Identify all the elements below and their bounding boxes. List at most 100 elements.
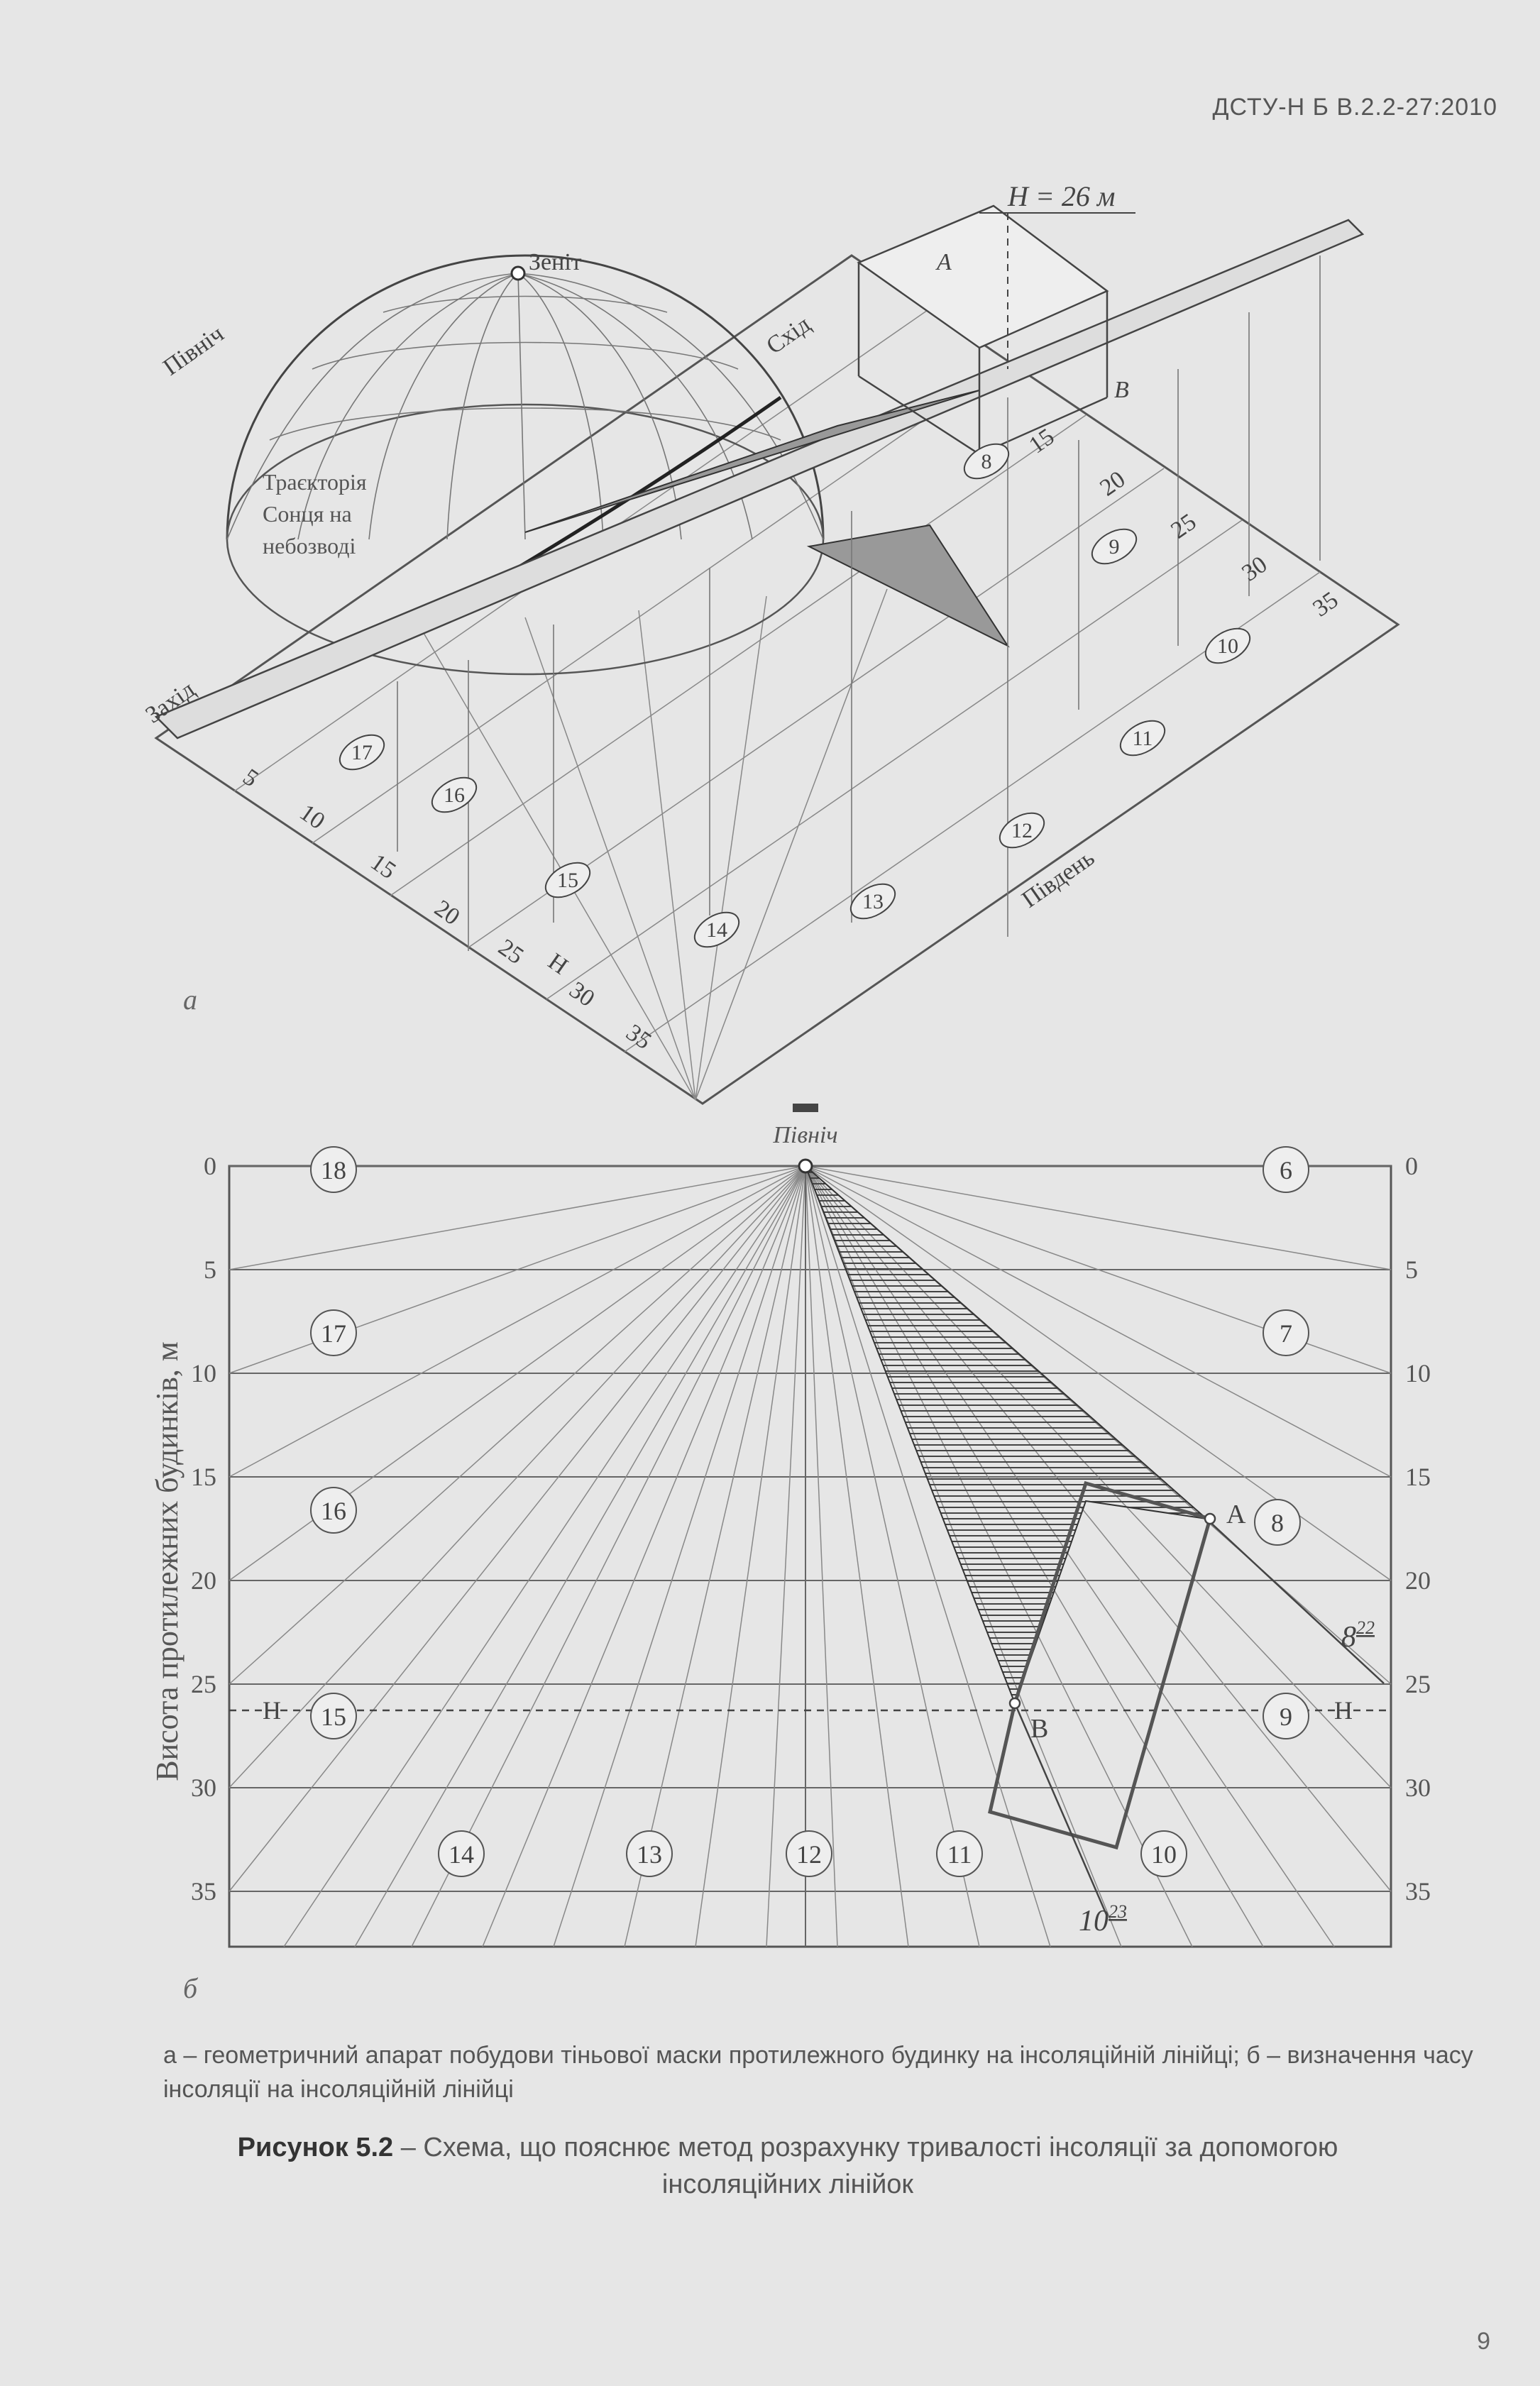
svg-text:7: 7	[1280, 1319, 1292, 1348]
y-tick-left: 10	[191, 1359, 216, 1387]
caption-dash: –	[393, 2133, 424, 2162]
shadow-wedge-lower	[806, 524, 1010, 648]
time-line-1	[1206, 1518, 1385, 1684]
hour-marker: 10	[1204, 627, 1251, 664]
point-b	[1008, 1697, 1021, 1710]
hour-markers: 17 16 15 14 13 12 11 10 9 8	[339, 443, 1251, 948]
hour-circle: 13	[626, 1830, 673, 1877]
hour-circles: 18 17 16 15 6 7 8 9 14 13 12 11 10	[310, 1146, 1309, 1877]
hour-marker: 12	[999, 812, 1045, 849]
hour-circle: 7	[1263, 1309, 1309, 1356]
zenith-point	[510, 265, 526, 281]
point-a	[1204, 1512, 1216, 1525]
hour-marker: 16	[431, 776, 478, 813]
trajectory-label-2: Сонця на	[263, 501, 352, 527]
zenith-label: Зеніт	[529, 249, 582, 275]
height-label: H = 26 м	[1007, 180, 1115, 212]
radial-line	[766, 1165, 806, 1947]
y-tick-right: 25	[1405, 1670, 1431, 1698]
point-a-label: A	[1226, 1500, 1246, 1529]
figure-number: Рисунок 5.2	[237, 2133, 394, 2162]
point-b-label: B	[1114, 377, 1129, 403]
radial-line	[482, 1165, 806, 1947]
radial-line	[229, 1165, 806, 1685]
y-tick-right: 35	[1405, 1877, 1431, 1906]
shadow-mask	[805, 1165, 1209, 1705]
y-tick-left: 30	[191, 1774, 216, 1802]
y-tick-left: 25	[191, 1670, 216, 1698]
hour-circle: 8	[1254, 1499, 1301, 1546]
radial-line	[229, 1165, 806, 1788]
svg-text:8: 8	[1271, 1509, 1284, 1537]
hour-circle: 18	[310, 1146, 357, 1193]
svg-text:9: 9	[1280, 1703, 1292, 1731]
h-label-right: H	[1334, 1696, 1353, 1725]
radial-line	[805, 1165, 838, 1947]
figure-caption: Рисунок 5.2 – Схема, що пояснює метод ро…	[163, 2129, 1412, 2203]
hour-circle: 12	[786, 1830, 832, 1877]
hour-circle: 14	[438, 1830, 485, 1877]
hour-circle: 9	[1263, 1693, 1309, 1739]
svg-text:9: 9	[1109, 535, 1120, 559]
svg-text:13: 13	[637, 1840, 662, 1869]
figure-subcaption: а – геометричний апарат побудови тіньово…	[163, 2042, 1473, 2103]
svg-text:18: 18	[321, 1156, 346, 1184]
hour-circle: 17	[310, 1309, 357, 1356]
document-code: ДСТУ-Н Б В.2.2-27:2010	[1212, 94, 1497, 121]
radial-line	[229, 1165, 806, 1892]
y-tick-right: 10	[1405, 1359, 1431, 1387]
y-axis-label: Висота протилежних будинків, м	[150, 1341, 185, 1781]
y-tick-right: 15	[1405, 1463, 1431, 1491]
hour-marker: 8	[963, 443, 1010, 480]
point-b-label: B	[1030, 1714, 1048, 1744]
y-tick-left: 20	[191, 1566, 216, 1595]
y-tick-right: 5	[1405, 1255, 1418, 1284]
point-a-label: A	[935, 249, 952, 275]
radial-line	[411, 1165, 806, 1947]
svg-text:11: 11	[947, 1840, 972, 1869]
svg-text:16: 16	[444, 784, 465, 807]
hour-circle: 15	[310, 1693, 357, 1739]
hour-circle: 6	[1263, 1146, 1309, 1193]
time-label-2: 1023	[1079, 1901, 1127, 1937]
hour-circle: 10	[1140, 1830, 1187, 1877]
svg-text:16: 16	[321, 1497, 346, 1525]
figure-a-isometric-diagram: Зеніт H = 26 м A B Північ Схід Захід Пів…	[141, 180, 1400, 1105]
radial-line	[283, 1165, 806, 1947]
svg-text:11: 11	[1133, 727, 1153, 750]
svg-text:17: 17	[321, 1319, 346, 1348]
radial-line	[805, 1165, 1392, 1478]
trajectory-label-3: небозводі	[263, 533, 356, 559]
hour-circle: 16	[310, 1487, 357, 1534]
figure-title: Схема, що пояснює метод розрахунку трива…	[423, 2133, 1338, 2199]
hour-marker: 11	[1119, 720, 1166, 757]
svg-text:8: 8	[981, 450, 992, 473]
y-tick-left: 0	[204, 1152, 216, 1180]
svg-text:10: 10	[1217, 634, 1238, 658]
svg-text:13: 13	[862, 890, 884, 913]
radial-line	[624, 1165, 806, 1947]
y-tick-right: 20	[1405, 1566, 1431, 1595]
radial-line	[805, 1165, 980, 1947]
svg-text:10: 10	[1151, 1840, 1177, 1869]
svg-text:15: 15	[557, 869, 578, 892]
building-box	[857, 204, 1109, 456]
trajectory-label-1: Траєкторія	[263, 469, 367, 495]
hour-circle: 11	[936, 1830, 983, 1877]
radial-line	[229, 1165, 806, 1478]
radial-line	[229, 1165, 806, 1270]
y-tick-left: 5	[204, 1255, 216, 1284]
hour-marker: 9	[1091, 528, 1138, 565]
north-label: Північ	[772, 1122, 837, 1148]
ground-plane	[154, 254, 1400, 1105]
hour-plane	[154, 219, 1365, 740]
north-marker	[793, 1104, 818, 1112]
y-tick-right: 0	[1405, 1152, 1418, 1180]
building-footprint	[988, 1480, 1213, 1850]
hour-marker: 17	[339, 734, 385, 771]
hour-marker: 14	[693, 911, 740, 948]
figure-a-label: а	[183, 984, 197, 1016]
radial-line	[805, 1165, 1392, 1270]
